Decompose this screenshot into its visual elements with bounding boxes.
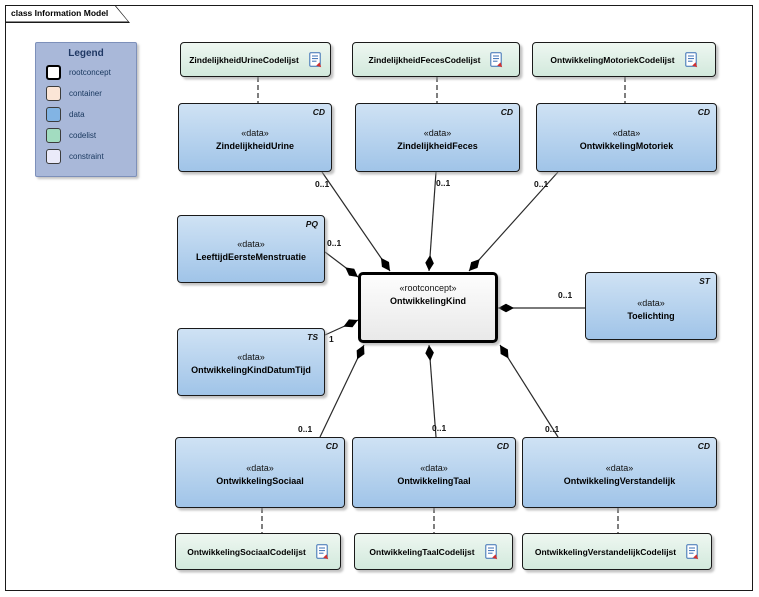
multiplicity-verstandelijk: 0..1 [545,424,560,434]
multiplicity-datumtijd: 1 [329,334,334,344]
legend-item-codelist: codelist [46,127,136,143]
node-zindelijkheidurinecodelijst[interactable]: ZindelijkheidUrineCodelijst [180,42,331,77]
node-ontwikkelingtaal[interactable]: CD «data» OntwikkelingTaal [352,437,516,508]
node-name: OntwikkelingMotoriek [579,141,674,151]
node-ontwikkelingsociaal[interactable]: CD «data» OntwikkelingSociaal [175,437,345,508]
legend-swatch-data [46,106,61,122]
multiplicity-urine: 0..1 [315,179,330,189]
node-name: OntwikkelingTaal [397,476,471,486]
node-name: OntwikkelingKind [389,296,466,306]
node-zindelijkheidurine[interactable]: CD «data» ZindelijkheidUrine [178,103,332,172]
node-ontwikkelingsociaalcodelijst[interactable]: OntwikkelingSociaalCodelijst [175,533,341,570]
stereotype: «data» [605,463,634,473]
node-name: OntwikkelingKindDatumTijd [191,365,311,375]
node-name: ZindelijkheidUrine [215,141,294,151]
stereotype: «data» [241,128,269,138]
multiplicity-feces: 0..1 [436,178,451,188]
node-leeftijdeerstemenstruatie[interactable]: PQ «data» LeeftijdEersteMenstruatie [177,215,325,283]
legend-swatch-codelist [46,127,61,143]
stereotype: «data» [246,463,274,473]
stereotype: «rootconcept» [399,283,457,293]
multiplicity-taal: 0..1 [432,423,447,433]
type-code: CD [697,441,710,451]
connector-leeftijdeerstemenstruatie [324,251,359,278]
multiplicity-toelichting: 0..1 [558,290,573,300]
frame-tab-label: class Information Model [11,8,109,18]
node-ontwikkelingmotoriekcodelijst[interactable]: OntwikkelingMotoriekCodelijst [532,42,716,77]
connector-zindelijkheidurine [321,171,391,272]
node-ontwikkelingkinddatumtijd[interactable]: TS «data» OntwikkelingKindDatumTijd [177,328,325,396]
node-ontwikkelingverstandelijkcodelijst[interactable]: OntwikkelingVerstandelijkCodelijst [522,533,712,570]
node-ontwikkelingkind[interactable]: «rootconcept» OntwikkelingKind [358,272,498,343]
stereotype: «data» [612,128,641,138]
connector-ontwikkelingkinddatumtijd [324,319,359,336]
document-icon [686,543,699,559]
document-icon [684,51,697,67]
multiplicity-motoriek: 0..1 [534,179,549,189]
type-code: CD [500,107,513,117]
legend-title: Legend [68,48,104,59]
legend-item-data: data [46,106,136,122]
stereotype: «data» [423,128,452,138]
legend: Legend rootconcept container data codeli… [35,42,137,177]
multiplicity-menstruatie: 0..1 [327,238,342,248]
document-icon [309,51,321,67]
node-name: Toelichting [627,311,675,321]
stereotype: «data» [637,298,665,308]
node-name: LeeftijdEersteMenstruatie [195,252,307,262]
type-code: ST [699,276,710,286]
connector-ontwikkelingtaal [425,344,437,438]
connector-ontwikkelingverstandelijk [499,344,559,438]
connector-ontwikkelingmotoriek [468,171,559,272]
node-zindelijkheidfeces[interactable]: CD «data» ZindelijkheidFeces [355,103,520,172]
legend-swatch-container [46,85,61,101]
stereotype: «data» [237,352,265,362]
connector-zindelijkheidfeces [425,171,437,272]
legend-item-rootconcept: rootconcept [46,64,136,80]
type-code: PQ [305,219,318,229]
node-name: OntwikkelingSociaal [216,476,304,486]
legend-item-container: container [46,85,136,101]
legend-swatch-rootconcept [46,64,61,80]
multiplicity-sociaal: 0..1 [298,424,313,434]
node-zindelijkheidfecescodelijst[interactable]: ZindelijkheidFecesCodelijst [352,42,520,77]
node-ontwikkelingverstandelijk[interactable]: CD «data» OntwikkelingVerstandelijk [522,437,717,508]
node-toelichting[interactable]: ST «data» Toelichting [585,272,717,340]
legend-swatch-constraint [46,148,61,164]
legend-item-constraint: constraint [46,148,136,164]
node-name: OntwikkelingVerstandelijk [563,476,676,486]
stereotype: «data» [420,463,448,473]
node-name: ZindelijkheidFeces [397,141,478,151]
document-icon [484,543,497,559]
node-ontwikkelingtaalcodelijst[interactable]: OntwikkelingTaalCodelijst [354,533,513,570]
type-code: TS [307,332,318,342]
document-icon [490,51,503,67]
frame-tab: class Information Model [6,6,130,23]
document-icon [316,543,328,559]
type-code: CD [325,441,338,451]
type-code: CD [697,107,710,117]
type-code: CD [496,441,509,451]
stereotype: «data» [237,239,265,249]
connector-ontwikkelingsociaal [319,344,365,438]
node-ontwikkelingmotoriek[interactable]: CD «data» OntwikkelingMotoriek [536,103,717,172]
type-code: CD [312,107,325,117]
